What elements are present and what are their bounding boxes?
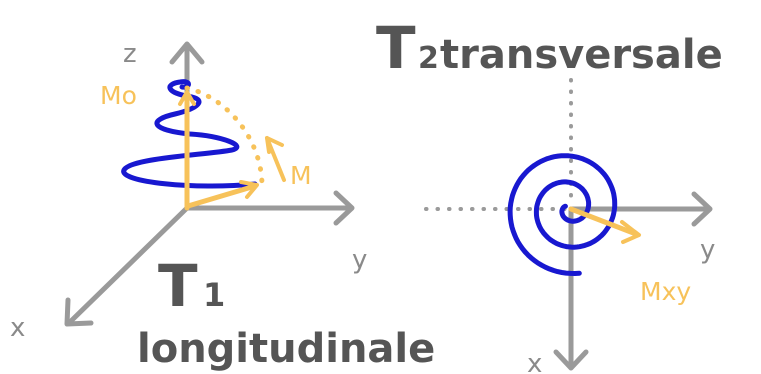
t1-subscript: 1	[203, 276, 225, 314]
y-axis-left-label: y	[352, 245, 367, 275]
t1-symbol: T	[158, 252, 198, 320]
dephasing-spiral	[507, 153, 618, 276]
y-axis-right-arrowhead	[691, 191, 713, 227]
t2-symbol: T	[376, 14, 416, 82]
mxy-vector	[568, 206, 639, 237]
t2-panel: T 2 transversale y x Mxy	[376, 14, 723, 374]
m0-label: Mo	[100, 81, 137, 110]
x-axis-right-arrowhead	[553, 349, 589, 371]
t2-word: transversale	[440, 32, 723, 78]
z-axis-left-arrowhead	[169, 41, 205, 65]
t1-word: longitudinale	[137, 326, 435, 372]
y-axis-right-label: y	[700, 235, 715, 265]
precession-helix	[121, 79, 258, 189]
m-growth-arrow-stem	[265, 136, 286, 182]
t2-subscript: 2	[418, 41, 439, 76]
mxy-label: Mxy	[640, 277, 691, 306]
x-axis-right-label: x	[527, 349, 542, 374]
mxy-vector-arrowhead	[620, 220, 641, 244]
recovery-arc	[184, 85, 265, 189]
t1-panel: z y x Mo M T 1 longitudinale	[10, 39, 435, 372]
tilted-vector	[185, 183, 258, 209]
y-axis-left-arrowhead	[333, 190, 355, 226]
m0-vector-arrowhead	[178, 90, 196, 106]
tilted-vector-arrowhead	[239, 180, 259, 199]
x-axis-left-arrowhead	[64, 297, 94, 327]
x-axis-left	[67, 205, 190, 325]
m-label: M	[290, 161, 312, 190]
x-axis-left-label: x	[10, 313, 25, 343]
z-axis-left-label: z	[123, 39, 137, 69]
